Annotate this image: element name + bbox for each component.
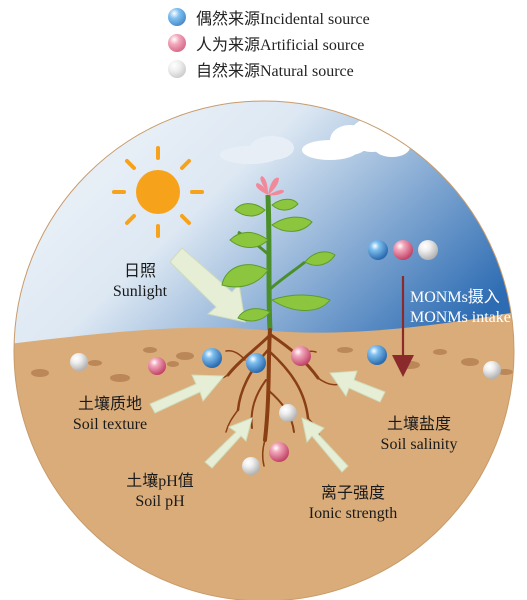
- incidental-particle-icon: [202, 348, 222, 368]
- soil-ph-label: 土壤pH值 Soil pH: [110, 472, 210, 512]
- natural-particle-icon: [242, 457, 260, 475]
- soil-texture-label-en: Soil texture: [55, 415, 165, 435]
- artificial-particle-icon: [269, 442, 289, 462]
- incidental-particle-icon: [246, 353, 266, 373]
- soil-ph-label-en: Soil pH: [110, 492, 210, 512]
- artificial-particle-icon: [148, 357, 166, 375]
- intake-label-en: MONMs intake: [410, 308, 527, 328]
- sunlight-label-zh: 日照: [100, 262, 180, 282]
- artificial-particle-icon: [393, 240, 413, 260]
- soil-texture-label: 土壤质地 Soil texture: [55, 395, 165, 435]
- intake-label: MONMs摄入 MONMs intake: [410, 288, 527, 328]
- artificial-particle-icon: [291, 346, 311, 366]
- intake-label-zh: MONMs摄入: [410, 288, 527, 308]
- soil-ph-label-zh: 土壤pH值: [110, 472, 210, 492]
- natural-particle-icon: [70, 353, 88, 371]
- sunlight-label-en: Sunlight: [100, 282, 180, 302]
- incidental-particle-icon: [367, 345, 387, 365]
- ionic-strength-label-zh: 离子强度: [288, 484, 418, 504]
- incidental-particle-icon: [368, 240, 388, 260]
- ionic-strength-label-en: Ionic strength: [288, 504, 418, 524]
- soil-salinity-label: 土壤盐度 Soil salinity: [364, 415, 474, 455]
- soil-texture-label-zh: 土壤质地: [55, 395, 165, 415]
- natural-particle-icon: [279, 404, 297, 422]
- natural-particle-icon: [418, 240, 438, 260]
- soil-salinity-label-zh: 土壤盐度: [364, 415, 474, 435]
- natural-particle-icon: [483, 361, 501, 379]
- soil-salinity-label-en: Soil salinity: [364, 435, 474, 455]
- sunlight-label: 日照 Sunlight: [100, 262, 180, 302]
- ionic-strength-label: 离子强度 Ionic strength: [288, 484, 418, 524]
